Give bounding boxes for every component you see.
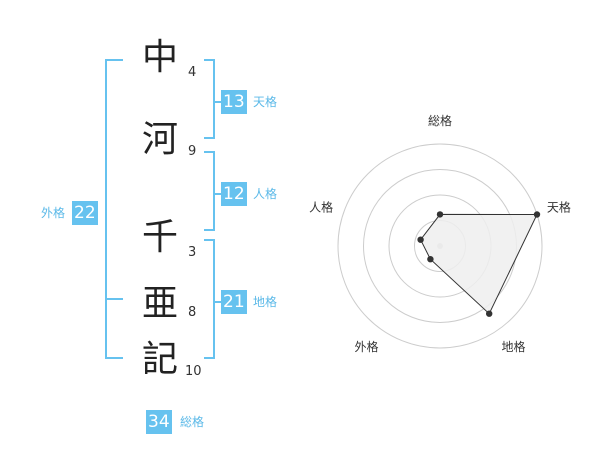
chikaku-bracket-top bbox=[204, 239, 215, 241]
radar-series-polygon bbox=[420, 213, 538, 315]
radar-point-4 bbox=[427, 256, 434, 263]
stroke-count-3: 3 bbox=[188, 245, 197, 260]
stroke-count-5: 10 bbox=[185, 364, 202, 379]
chikaku-bracket-tick bbox=[213, 301, 221, 303]
gaikaku-label: 外格 bbox=[41, 206, 66, 220]
soukaku-value-badge: 34 bbox=[146, 410, 172, 434]
tenkaku-bracket-tick bbox=[213, 101, 221, 103]
name-char-2: 河 bbox=[141, 119, 178, 160]
radar-axis-label-3: 地格 bbox=[501, 339, 525, 354]
jinkaku-bracket-bottom bbox=[204, 229, 215, 231]
soukaku-label: 総格 bbox=[180, 415, 205, 429]
stroke-count-2: 9 bbox=[188, 144, 197, 159]
chikaku-bracket-bottom bbox=[204, 357, 215, 359]
jinkaku-bracket-top bbox=[204, 151, 215, 153]
stroke-count-4: 8 bbox=[188, 305, 197, 320]
jinkaku-label: 人格 bbox=[253, 187, 278, 201]
tenkaku-label: 天格 bbox=[253, 95, 278, 109]
name-char-1: 中 bbox=[141, 37, 178, 78]
radar-point-5 bbox=[417, 236, 424, 243]
stroke-count-1: 4 bbox=[188, 65, 197, 80]
tenkaku-value-badge: 13 bbox=[221, 90, 247, 114]
gaikaku-value-badge: 22 bbox=[72, 201, 98, 225]
radar-axis-label-5: 人格 bbox=[309, 199, 333, 214]
name-char-5: 記 bbox=[141, 339, 178, 380]
jinkaku-value-badge: 12 bbox=[221, 182, 247, 206]
radar-axis-label-1: 総格 bbox=[428, 113, 452, 128]
radar-axis-label-2: 天格 bbox=[547, 199, 571, 214]
radar-shape bbox=[417, 211, 541, 317]
name-char-4: 亜 bbox=[141, 283, 178, 324]
gaikaku-bracket-bottom bbox=[105, 357, 123, 359]
radar-point-3 bbox=[486, 310, 493, 317]
radar-axis-label-4: 外格 bbox=[354, 339, 378, 354]
tenkaku-bracket-spine bbox=[213, 59, 215, 139]
chikaku-label: 地格 bbox=[253, 295, 278, 309]
name-char-3: 千 bbox=[141, 217, 178, 258]
gaikaku-bracket-spine bbox=[105, 59, 107, 359]
tenkaku-bracket-bottom bbox=[204, 137, 215, 139]
radar-point-1 bbox=[436, 211, 444, 218]
jinkaku-bracket-tick bbox=[213, 193, 221, 195]
chikaku-bracket-spine bbox=[213, 239, 215, 359]
gaikaku-bracket-top bbox=[105, 59, 123, 61]
gaikaku-bracket-mid bbox=[105, 298, 123, 300]
radar-ring-4 bbox=[337, 143, 543, 349]
radar-point-2 bbox=[533, 211, 541, 218]
jinkaku-bracket-spine bbox=[213, 151, 215, 231]
chikaku-value-badge: 21 bbox=[221, 290, 247, 314]
tenkaku-bracket-top bbox=[204, 59, 215, 61]
